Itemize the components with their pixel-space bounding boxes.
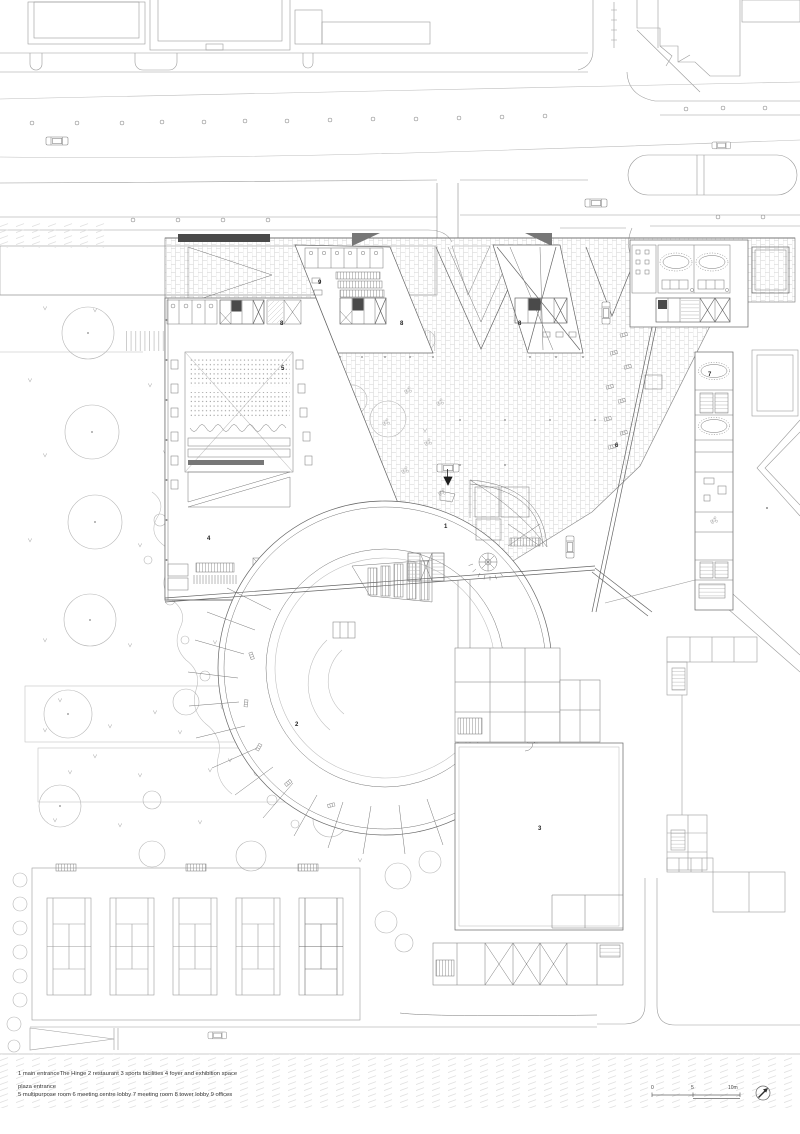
- room-label-main-entrance: 1: [444, 524, 448, 530]
- elevator-core-c: [514, 297, 568, 324]
- water-feature: [751, 246, 790, 294]
- north-arrow-icon: [755, 1085, 771, 1101]
- legend: 1 main entranceThe Hinge 2 restaurant 3 …: [18, 1057, 237, 1106]
- street-lamps: [29, 105, 768, 223]
- tennis-court-markings: [46, 897, 344, 996]
- meeting-rooms-block: [629, 239, 790, 328]
- restaurant-ring: [187, 587, 444, 855]
- fitness-wing: [469, 479, 548, 548]
- room-label-tower-lobby-2: 8: [400, 321, 404, 327]
- locker-strip: [399, 942, 624, 1016]
- changing-rooms-block: [454, 647, 601, 743]
- tower-slice-truss: [492, 244, 584, 354]
- room-label-tower-lobby-3: 8: [518, 321, 522, 327]
- tennis-courts: [6, 863, 597, 1053]
- entrance-arrow-icon: [443, 469, 453, 486]
- elevator-core-a: [219, 299, 265, 325]
- scale-label-0: 0: [651, 1085, 654, 1091]
- toilet-row-left: [166, 299, 218, 325]
- legend-line-2: 5 multipurpose room 6 meeting centre lob…: [18, 1092, 233, 1098]
- bottom-band: [0, 1053, 800, 1108]
- room-label-meeting-room: 7: [708, 372, 712, 378]
- room-label-offices: 9: [318, 280, 322, 286]
- elevator-core-d: [655, 297, 731, 323]
- room-label-foyer: 4: [207, 536, 211, 542]
- room-label-sports: 3: [538, 826, 542, 832]
- scale-label-10m: 10m: [728, 1085, 738, 1091]
- auditorium: [170, 351, 313, 508]
- lobby-benches: [603, 331, 663, 450]
- sports-hall: [454, 742, 624, 931]
- right-context: [597, 349, 800, 1026]
- toilet-row-t2: [304, 247, 384, 269]
- plaza-entrance-note: plaza entrance: [18, 1084, 57, 1090]
- scale-label-5: 5: [691, 1085, 694, 1091]
- building-cluster-2: [666, 814, 708, 871]
- plaza-objects: [339, 301, 611, 559]
- ramp-wedge: [29, 1027, 119, 1051]
- tower-slice-middle: [294, 244, 434, 354]
- stair-block: [407, 552, 445, 582]
- building-cluster-3: [666, 857, 786, 913]
- legend-line-1: 1 main entranceThe Hinge 2 restaurant 3 …: [18, 1071, 238, 1077]
- office-shelving: [311, 271, 385, 298]
- elevator-core-b: [339, 297, 387, 325]
- building-cluster-1: [666, 636, 758, 696]
- main-building: [164, 233, 796, 1016]
- room-label-meeting-lobby: 6: [615, 443, 619, 449]
- room-label-tower-lobby-1: 8: [280, 321, 284, 327]
- room-label-multipurpose: 5: [281, 366, 285, 372]
- planting-edge-wavy: [151, 491, 233, 795]
- service-row: [266, 299, 302, 325]
- scale-bar: [651, 1092, 741, 1099]
- context-buildings-top: [27, 0, 800, 93]
- right-wing: [591, 326, 734, 613]
- room-label-restaurant: 2: [295, 722, 299, 728]
